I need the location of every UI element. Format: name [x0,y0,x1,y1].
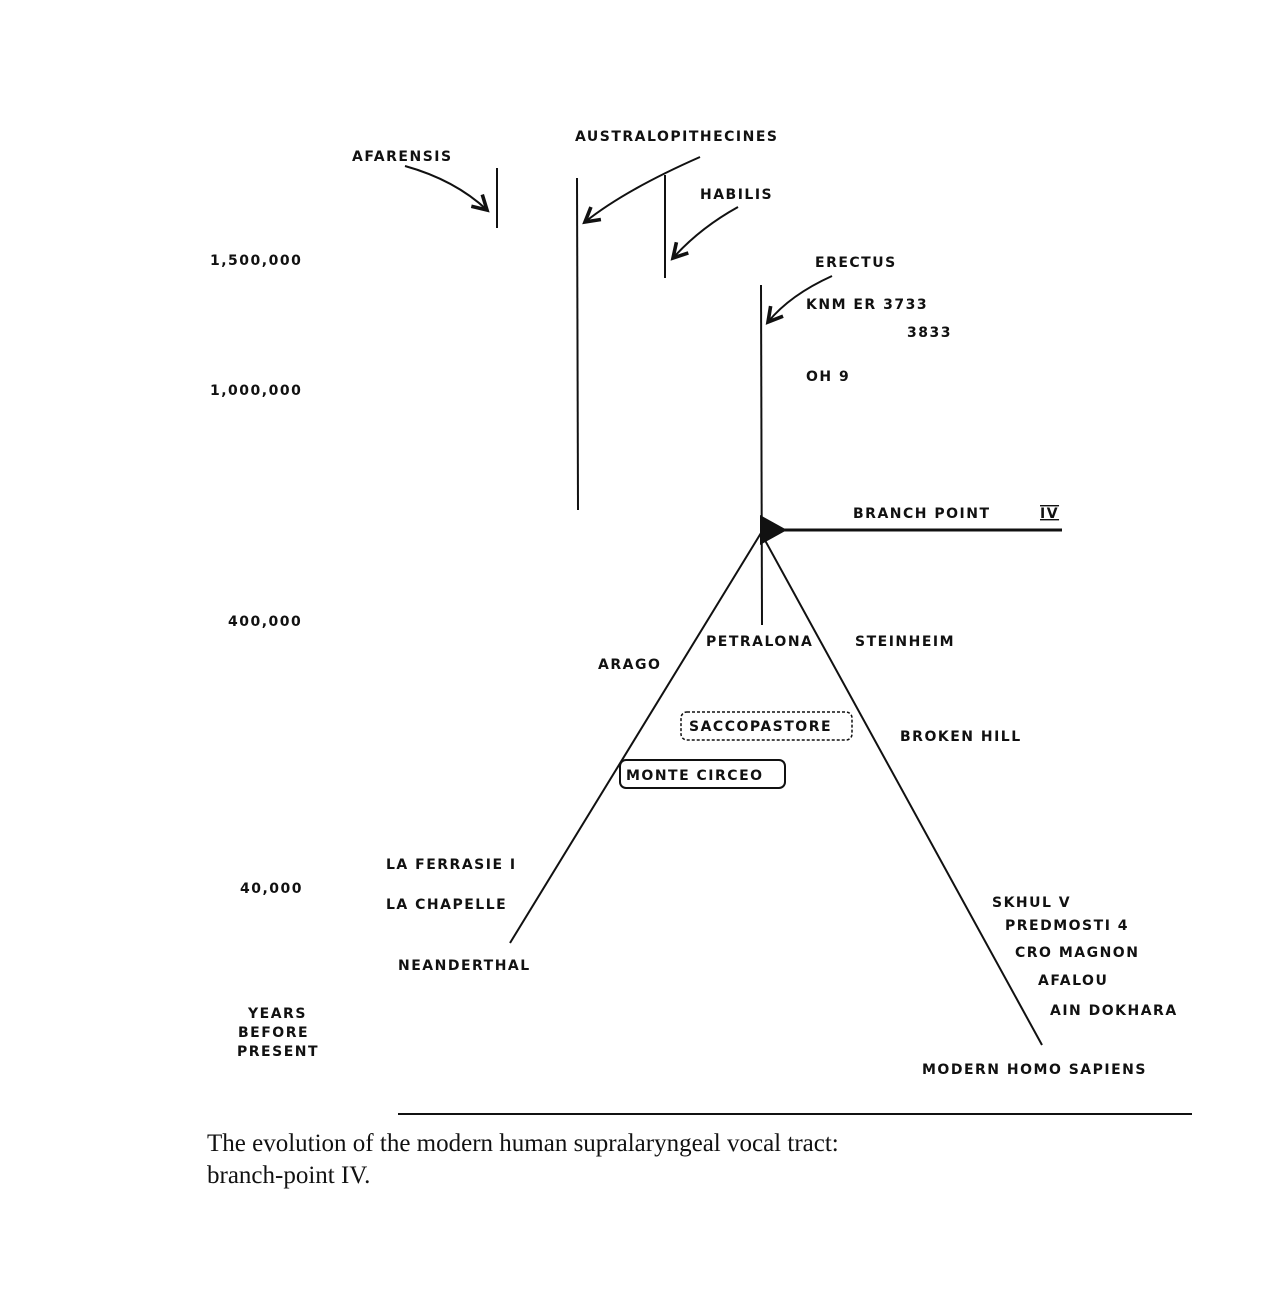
australopithecines-arrow [582,156,701,225]
erectus-arrow [765,275,833,325]
australopithecines-line [576,177,579,511]
label-ain-dokhara: AIN DOKHARA [1050,1003,1178,1019]
axis-title-years: YEARS [247,1006,307,1022]
label-monte-circeo: MONTE CIRCEO [626,768,764,784]
label-la-ferrasie: LA FERRASIE I [386,857,517,873]
afarensis-arrow [404,165,490,213]
axis-title-present: PRESENT [237,1044,319,1060]
label-oh-9: OH 9 [806,369,850,385]
label-branch-point: BRANCH POINT [853,506,991,522]
label-erectus: ERECTUS [815,255,897,271]
neanderthal-branch-line [509,532,762,944]
label-branch-numeral: IV [1040,506,1059,522]
label-modern-homo-sapiens: MODERN HOMO SAPIENS [922,1062,1147,1078]
caption-line-1: The evolution of the modern human supral… [207,1130,839,1157]
label-la-chapelle: LA CHAPELLE [386,897,507,913]
label-knm-er-3733: KNM ER 3733 [806,297,928,313]
label-broken-hill: BROKEN HILL [900,729,1022,745]
figure-caption: The evolution of the modern human supral… [207,1128,1107,1192]
label-habilis: HABILIS [700,187,773,203]
monte-circeo-box [619,759,786,789]
label-predmosti: PREDMOSTI 4 [1005,918,1129,934]
label-petralona: PETRALONA [706,634,813,650]
label-saccopastore: SACCOPASTORE [689,719,832,735]
label-australopithecines: AUSTRALOPITHECINES [575,129,779,145]
tick-400000: 400,000 [228,614,302,630]
tick-40000: 40,000 [240,881,303,897]
tick-1500000: 1,500,000 [210,253,302,269]
label-neanderthal: NEANDERTHAL [398,958,531,974]
label-steinheim: STEINHEIM [855,634,955,650]
habilis-arrow [670,206,739,261]
modern-branch-line [760,532,1043,1046]
tick-1000000: 1,000,000 [210,383,302,399]
label-afarensis: AFARENSIS [352,149,453,165]
label-3833: 3833 [907,325,952,341]
label-afalou: AFALOU [1038,973,1108,989]
saccopastore-box [680,711,853,741]
label-arago: ARAGO [598,657,661,673]
label-skhul-v: SKHUL V [992,895,1071,911]
label-cro-magnon: CRO MAGNON [1015,945,1139,961]
axis-title-before: BEFORE [238,1025,309,1041]
erectus-line [760,284,763,626]
caption-line-2: branch-point IV. [207,1162,371,1189]
